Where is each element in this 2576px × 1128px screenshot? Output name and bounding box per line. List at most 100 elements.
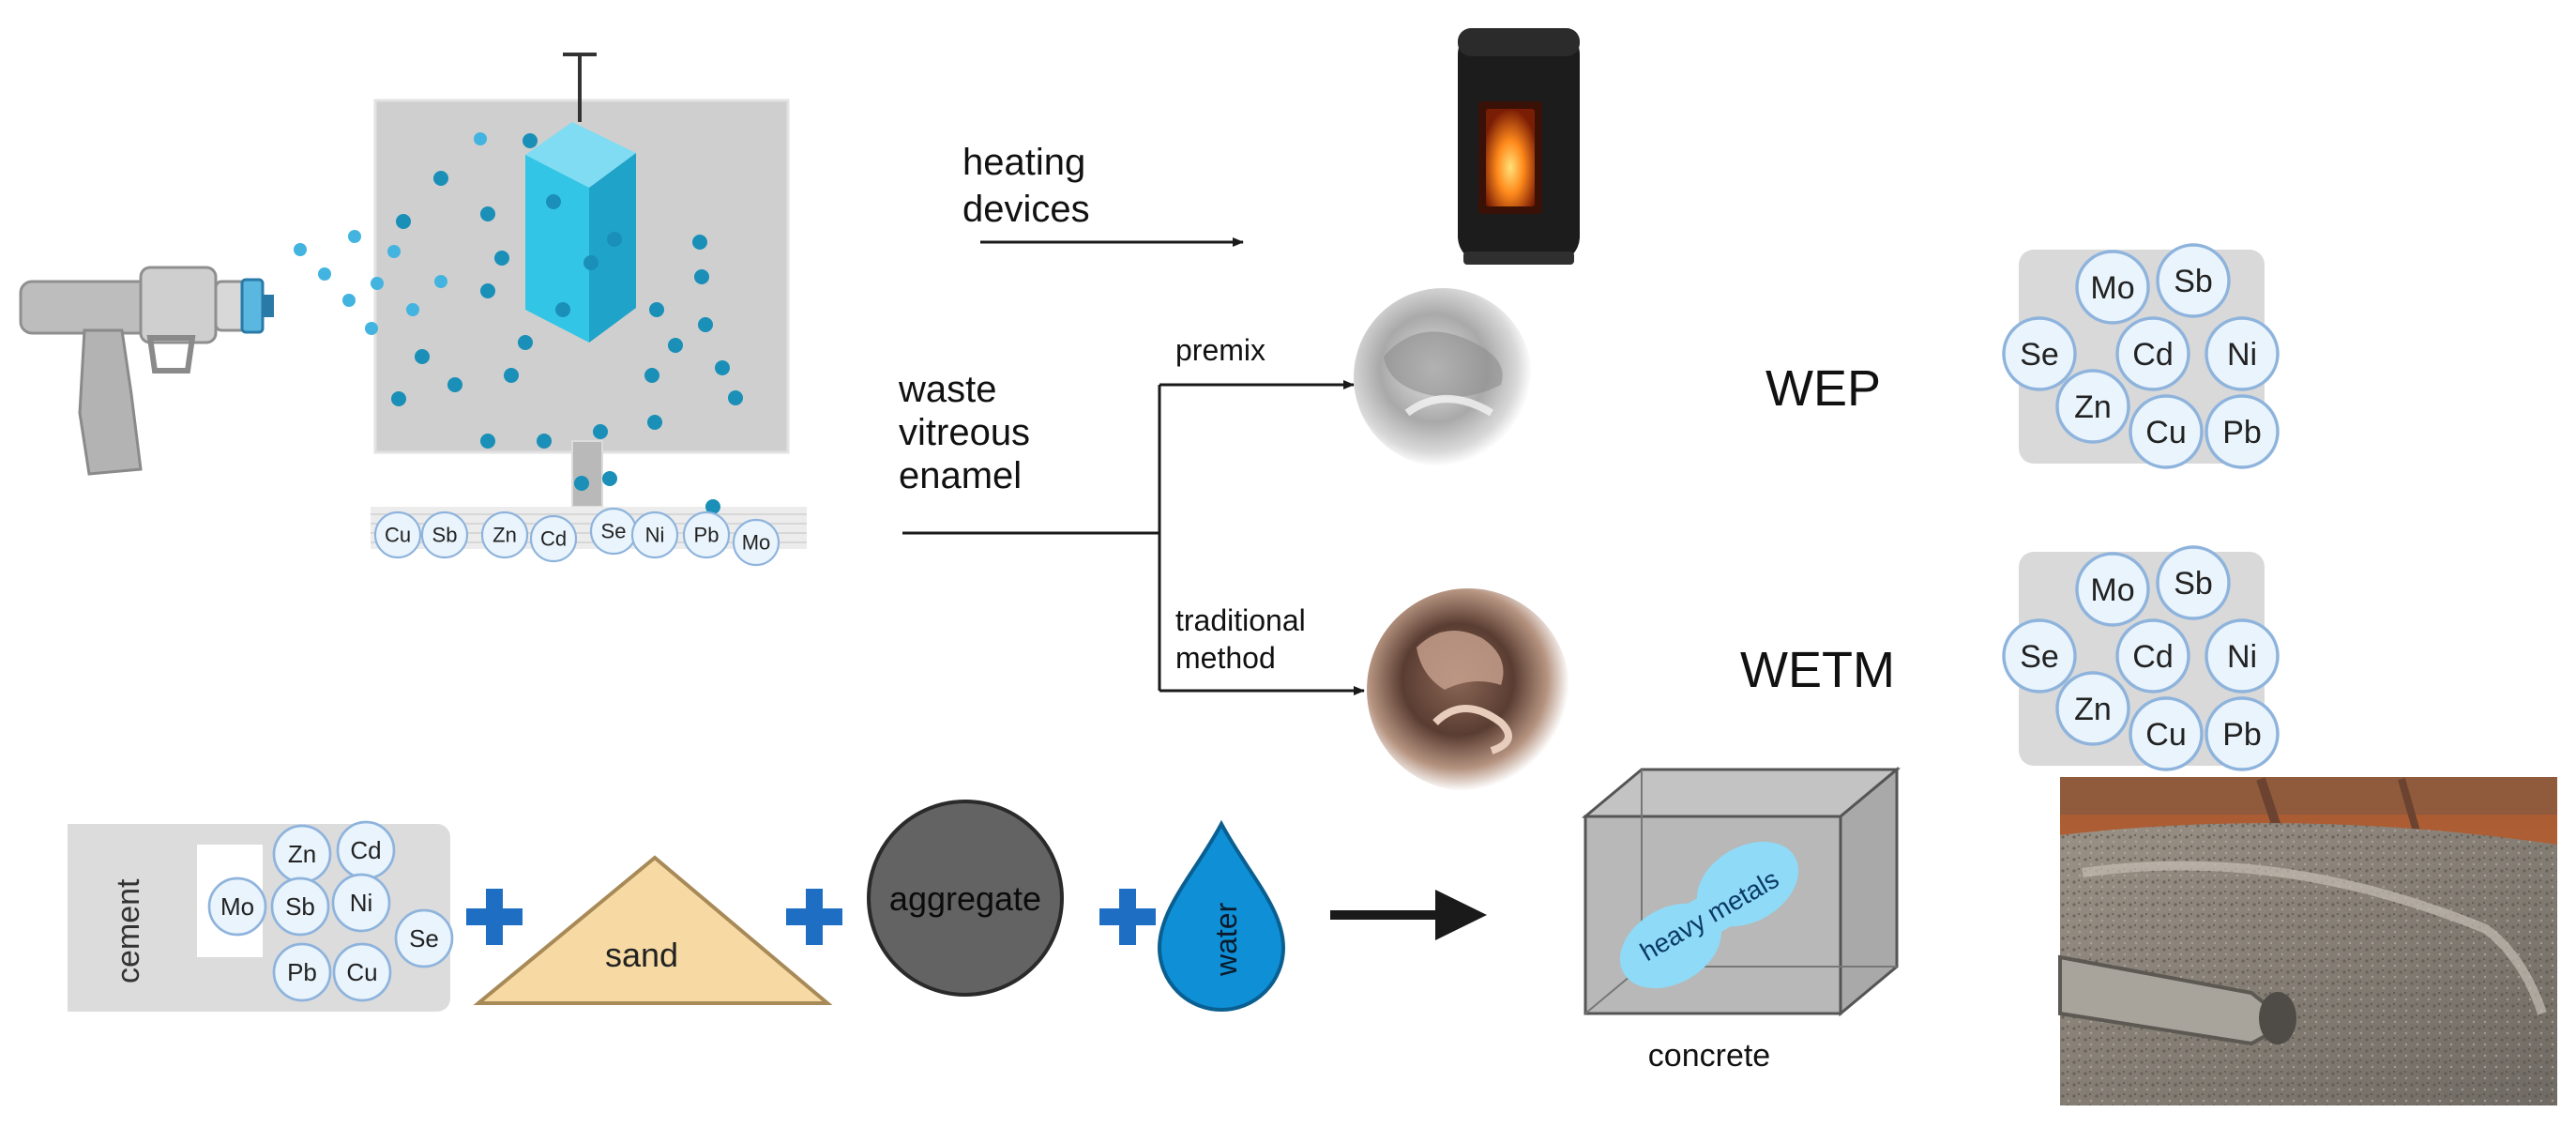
- concrete-pour-photo: [2058, 777, 2557, 1105]
- svg-text:Pb: Pb: [2222, 717, 2262, 753]
- heating-devices-label-2: devices: [962, 189, 1090, 230]
- svg-text:Zn: Zn: [2074, 389, 2112, 425]
- metal-ion-se: Se: [2002, 618, 2077, 694]
- metal-ion-pb: Pb: [272, 942, 332, 1002]
- spray-droplet: [715, 360, 730, 375]
- svg-text:Mo: Mo: [742, 531, 771, 555]
- spray-droplet: [574, 476, 589, 491]
- spray-droplet: [365, 322, 378, 335]
- metal-ion-ni: Ni: [2205, 316, 2280, 391]
- spray-droplet: [518, 335, 533, 350]
- spray-droplet: [447, 377, 462, 392]
- metal-ion-cd: Cd: [336, 820, 396, 880]
- metal-ion-cu: Cu: [2129, 394, 2204, 469]
- svg-text:Zn: Zn: [2074, 692, 2112, 727]
- metal-ion-sb: Sb: [270, 876, 330, 937]
- metal-ion-cd: Cd: [2115, 316, 2190, 391]
- spray-droplet: [705, 499, 720, 514]
- svg-text:Sb: Sb: [2174, 264, 2213, 299]
- spray-droplet: [644, 368, 659, 383]
- svg-text:Zn: Zn: [492, 524, 517, 547]
- spray-droplet: [583, 255, 599, 270]
- metal-ion-ni: Ni: [2205, 618, 2280, 694]
- water-drop: water: [1157, 819, 1286, 1012]
- metal-ion-se: Se: [589, 507, 638, 556]
- svg-text:Mo: Mo: [2090, 270, 2134, 306]
- spray-droplet: [391, 391, 406, 406]
- metal-ion-zn: Zn: [2055, 671, 2130, 746]
- svg-text:Cd: Cd: [2132, 639, 2173, 675]
- svg-text:Cu: Cu: [2145, 717, 2186, 753]
- metal-ion-pb: Pb: [2205, 394, 2280, 469]
- spray-droplet: [694, 269, 709, 284]
- spray-droplet: [387, 245, 401, 258]
- metal-ion-sb: Sb: [420, 511, 469, 559]
- svg-text:Zn: Zn: [288, 840, 316, 868]
- svg-text:Cu: Cu: [385, 524, 411, 547]
- svg-text:Mo: Mo: [220, 892, 254, 921]
- plus-icon-2: [786, 889, 842, 945]
- waste-label-2: vitreous: [899, 412, 1030, 453]
- svg-text:Mo: Mo: [2090, 572, 2134, 608]
- flow-arrows: [902, 237, 1365, 695]
- spray-droplet: [406, 303, 419, 316]
- svg-text:Pb: Pb: [2222, 415, 2262, 450]
- traditional-label-2: method: [1175, 641, 1276, 675]
- svg-text:Se: Se: [2020, 639, 2059, 675]
- svg-text:Se: Se: [601, 520, 627, 543]
- spray-droplet: [480, 206, 495, 221]
- svg-text:Ni: Ni: [2227, 337, 2257, 373]
- spray-booth: Cu Sb Zn Cd Se Ni Pb Mo: [294, 53, 807, 567]
- svg-text:Sb: Sb: [285, 892, 315, 921]
- metal-ion-pb: Pb: [682, 511, 731, 559]
- stove-heating-device-icon: [1458, 28, 1580, 265]
- water-label: water: [1209, 902, 1243, 977]
- spray-droplet: [647, 415, 662, 430]
- hanger-hook: [563, 53, 597, 122]
- svg-text:Ni: Ni: [2227, 639, 2257, 675]
- spray-droplet: [602, 471, 617, 486]
- wep-label: WEP: [1765, 360, 1881, 417]
- svg-text:Ni: Ni: [645, 524, 665, 547]
- concrete-label: concrete: [1648, 1038, 1770, 1074]
- svg-text:Cu: Cu: [2145, 415, 2186, 450]
- sand-triangle: sand: [473, 855, 833, 1005]
- wep-powder-photo: [1354, 288, 1532, 466]
- concrete-cube: heavy metals: [1581, 766, 1902, 1017]
- enamel-workpiece-cube: [525, 122, 636, 343]
- spray-droplets: [294, 132, 743, 514]
- metal-ion-cu: Cu: [373, 511, 422, 559]
- spray-droplet: [371, 277, 384, 290]
- spray-droplet: [494, 251, 509, 266]
- aggregate-circle: aggregate: [867, 800, 1064, 997]
- svg-text:Sb: Sb: [432, 524, 458, 547]
- metal-ion-se: Se: [2002, 316, 2077, 391]
- spray-droplet: [555, 302, 570, 317]
- metal-ion-mo: Mo: [2075, 250, 2150, 325]
- svg-text:Pb: Pb: [287, 958, 317, 986]
- svg-text:Cd: Cd: [540, 527, 567, 551]
- spray-droplet: [504, 368, 519, 383]
- metal-ion-mo: Mo: [207, 876, 267, 937]
- spray-droplet: [607, 232, 622, 247]
- spray-booth-drain: [571, 440, 603, 508]
- spray-droplet: [546, 194, 561, 209]
- spray-droplet: [348, 230, 361, 243]
- metal-ion-sb: Sb: [2156, 243, 2231, 318]
- wetm-label: WETM: [1740, 642, 1895, 698]
- spray-droplet: [294, 243, 307, 256]
- spray-droplet: [649, 302, 664, 317]
- spray-droplet: [342, 294, 356, 307]
- spray-droplet: [728, 390, 743, 405]
- svg-text:Pb: Pb: [694, 524, 720, 547]
- heating-devices-label-1: heating: [962, 142, 1085, 183]
- metal-ion-mo: Mo: [2075, 552, 2150, 627]
- to-concrete-arrowhead: [1435, 890, 1487, 940]
- spray-droplet: [537, 434, 552, 449]
- metal-ion-pb: Pb: [2205, 696, 2280, 771]
- spray-droplet: [668, 338, 683, 353]
- svg-text:Se: Se: [409, 924, 439, 953]
